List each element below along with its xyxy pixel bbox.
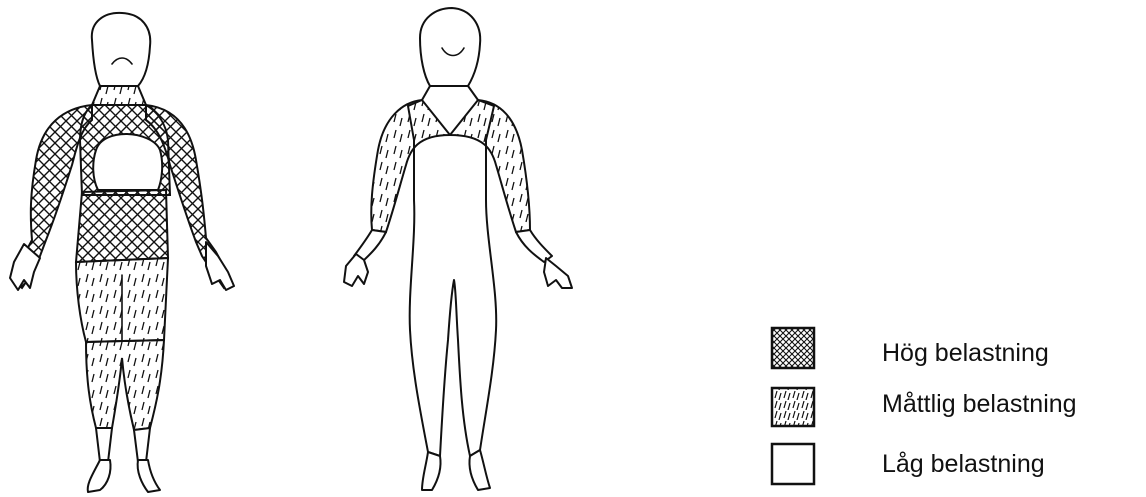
head xyxy=(92,13,150,86)
shin-left xyxy=(96,428,112,462)
figure-left xyxy=(10,13,234,492)
lower-leg-region xyxy=(86,340,164,430)
chest-region xyxy=(93,134,162,190)
head-right xyxy=(420,8,480,86)
right-foot xyxy=(138,460,160,492)
legend-swatch-high xyxy=(772,328,814,368)
shin-right xyxy=(134,428,150,462)
legend-label-moderate: Måttlig belastning xyxy=(882,392,1077,417)
right-foot-right-fig xyxy=(469,450,490,490)
legend-swatch-low xyxy=(772,444,814,484)
neck-region xyxy=(92,86,146,105)
legend-label-low: Låg belastning xyxy=(882,452,1045,477)
figure-right xyxy=(344,8,572,490)
abdomen-region xyxy=(76,190,168,262)
left-foot xyxy=(88,460,111,492)
legend-label-high: Hög belastning xyxy=(882,341,1049,366)
legend-swatch-moderate xyxy=(772,388,814,426)
left-foot-right-fig xyxy=(422,452,441,490)
right-hand-right-fig xyxy=(544,258,572,288)
legend xyxy=(772,328,814,484)
